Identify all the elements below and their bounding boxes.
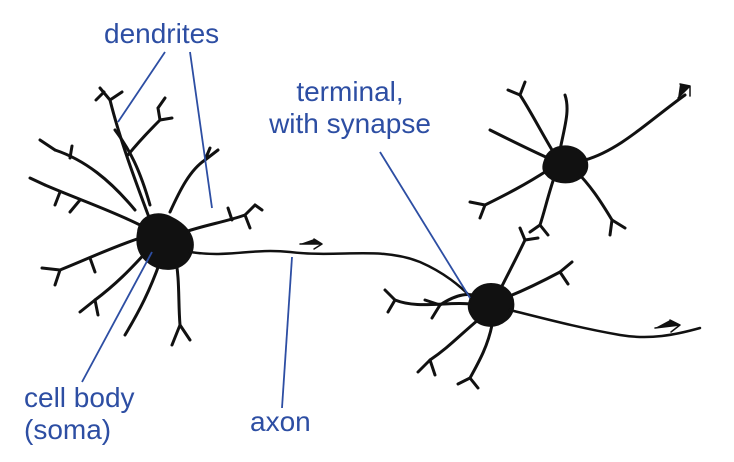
neuron-left-soma — [136, 213, 194, 270]
neuron-bottom-right-soma — [467, 283, 515, 327]
terminal-leader-line — [379, 151, 471, 299]
dendrites-label-text: dendrites — [104, 18, 220, 49]
neuron-bottom-right — [383, 226, 702, 390]
cell-body-label-line2: (soma) — [24, 414, 112, 446]
cell-body-label: cell body (soma) — [24, 382, 135, 446]
neuron-top-right — [468, 80, 691, 237]
dendrites-leader-line-2 — [189, 51, 213, 209]
neuron-left-dendrites — [28, 86, 264, 347]
axon-arrow-icon — [677, 83, 691, 99]
cell-body-leader-line — [81, 251, 153, 383]
neuron-top-right-soma — [542, 145, 589, 184]
axon-leader-line — [281, 256, 293, 409]
axon-arrow-icon — [299, 238, 323, 250]
dendrites-leader-line-1 — [117, 51, 166, 123]
terminal-label-line1: terminal, — [296, 76, 404, 107]
neuron-bottom-right-axon — [508, 308, 702, 339]
terminal-label: terminal, with synapse — [250, 76, 450, 140]
neuron-left-axon — [188, 249, 474, 300]
cell-body-label-line1: cell body — [24, 382, 135, 413]
axon-label: axon — [250, 406, 311, 438]
terminal-label-line2: with synapse — [269, 108, 431, 140]
axon-label-text: axon — [250, 406, 311, 437]
label-leader-lines — [81, 51, 471, 409]
axon-arrow-icon — [654, 319, 681, 333]
dendrites-label: dendrites — [104, 18, 219, 50]
